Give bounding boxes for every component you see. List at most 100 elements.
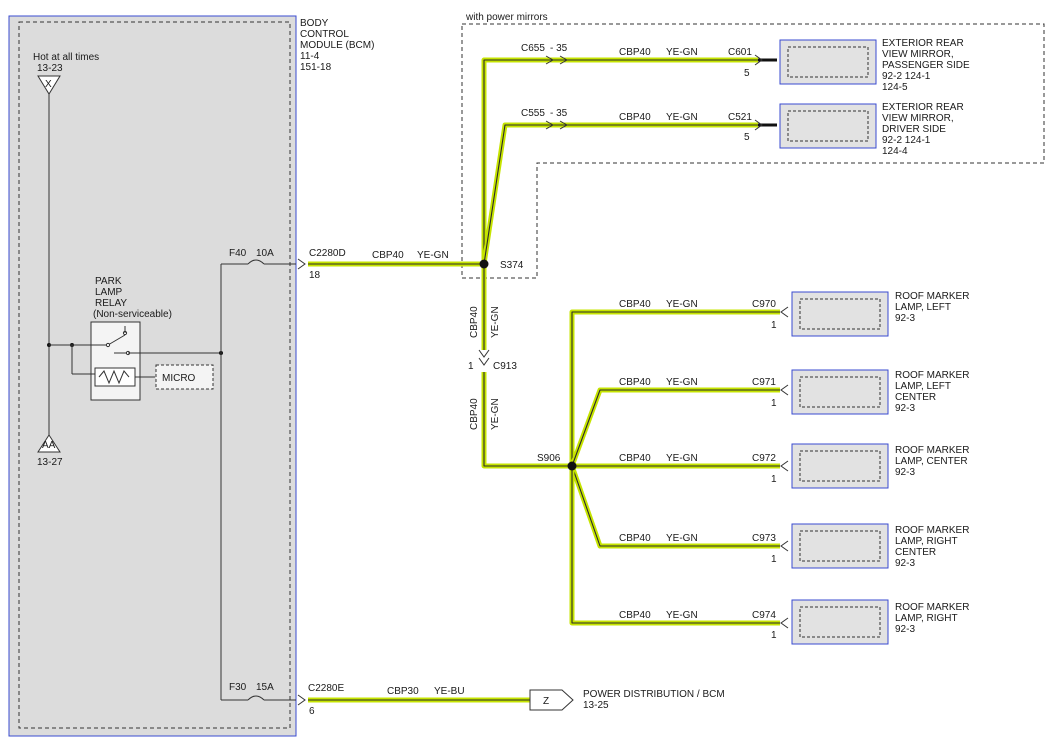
power-mirrors-label: with power mirrors: [465, 12, 548, 23]
roof-name-line: CENTER: [895, 547, 936, 558]
wires: [308, 57, 780, 703]
roof-color: YE-GN: [666, 299, 698, 310]
roof-connector: C973: [752, 533, 776, 544]
roof-lamp-row: CBP40 YE-GN C970 1 ROOF MARKER LAMP, LEF…: [619, 291, 969, 337]
bcm-module-inner-border: [18, 21, 291, 729]
bcm-title-line: BODY: [300, 18, 329, 29]
roof-name-line: CENTER: [895, 392, 936, 403]
mirror-name-line: VIEW MIRROR,: [882, 113, 954, 124]
mirror-wire-suffix: - 35: [550, 108, 568, 119]
mirror-ref-line: 124-4: [882, 146, 908, 157]
down-pin: 1: [468, 361, 474, 372]
bottom-circuit: CBP30: [387, 686, 419, 697]
fuse-f40-rating: 10A: [256, 248, 274, 259]
mirror-name-line: EXTERIOR REAR: [882, 102, 964, 113]
mirror-name-line: PASSENGER SIDE: [882, 60, 970, 71]
roof-name-line: 92-3: [895, 558, 915, 569]
x-terminal-label: X: [45, 79, 52, 90]
roof-name-line: LAMP, LEFT: [895, 381, 951, 392]
roof-name-line: ROOF MARKER: [895, 291, 969, 302]
roof-color: YE-GN: [666, 453, 698, 464]
fuse-f30-rating: 15A: [256, 682, 274, 693]
roof-circuit: CBP40: [619, 610, 651, 621]
splice-s906: [567, 461, 577, 471]
mirror-color: YE-GN: [666, 47, 698, 58]
roof-circuit: CBP40: [619, 377, 651, 388]
roof-pin: 1: [771, 320, 777, 331]
roof-connector: C972: [752, 453, 776, 464]
roof-pin: 1: [771, 630, 777, 641]
hot-ref: 13-23: [37, 63, 63, 74]
main-circuit: CBP40: [372, 250, 404, 261]
relay-label: (Non-serviceable): [93, 309, 172, 320]
micro-label: MICRO: [162, 373, 196, 384]
mirror-passenger-labels: EXTERIOR REAR VIEW MIRROR, PASSENGER SID…: [882, 38, 970, 93]
bcm-title-line: MODULE (BCM): [300, 40, 374, 51]
lower-color: YE-GN: [490, 398, 501, 430]
main-pin: 18: [309, 270, 321, 281]
mirror-circuit: CBP40: [619, 112, 651, 123]
z-terminal-icon: [529, 689, 574, 711]
fuse-f40-id: F40: [229, 248, 247, 259]
mirror-pin: 5: [744, 68, 750, 79]
aa-terminal-label: AA: [42, 440, 56, 451]
park-lamp-relay: [90, 321, 141, 401]
mirror-circuit: CBP40: [619, 47, 651, 58]
mirror-name-line: VIEW MIRROR,: [882, 49, 954, 60]
roof-name-line: LAMP, RIGHT: [895, 536, 958, 547]
aa-terminal-icon: [37, 434, 61, 453]
roof-lamp-row: CBP40 YE-GN C974 1 ROOF MARKER LAMP, RIG…: [619, 599, 969, 645]
roof-circuit: CBP40: [619, 533, 651, 544]
main-connector: C2280D: [309, 248, 346, 259]
bottom-connector: C2280E: [308, 683, 344, 694]
relay-label: PARK: [95, 276, 122, 287]
splice-s906-label: S906: [537, 453, 561, 464]
roof-color: YE-GN: [666, 533, 698, 544]
roof-pin: 1: [771, 554, 777, 565]
bottom-dest: POWER DISTRIBUTION / BCM: [583, 689, 725, 700]
roof-circuit: CBP40: [619, 453, 651, 464]
bcm-title-line: CONTROL: [300, 29, 349, 40]
roof-name-line: 92-3: [895, 313, 915, 324]
relay-label: LAMP: [95, 287, 123, 298]
bcm-module-area: [8, 15, 297, 737]
splice-s374: [479, 259, 489, 269]
roof-lamp-row: CBP40 YE-GN C973 1 ROOF MARKER LAMP, RIG…: [619, 523, 969, 569]
roof-pin: 1: [771, 398, 777, 409]
roof-circuit: CBP40: [619, 299, 651, 310]
roof-name-line: 92-3: [895, 624, 915, 635]
mirror-color: YE-GN: [666, 112, 698, 123]
roof-name-line: ROOF MARKER: [895, 445, 969, 456]
mirror-name-line: DRIVER SIDE: [882, 124, 946, 135]
mirror-wire-id: C555: [521, 108, 545, 119]
lower-circuit: CBP40: [469, 398, 480, 430]
bcm-title: BODY CONTROL MODULE (BCM) 11-4 151-18: [300, 18, 374, 73]
down-circuit: CBP40: [469, 306, 480, 338]
roof-name-line: 92-3: [895, 403, 915, 414]
relay-label: RELAY: [95, 298, 127, 309]
roof-name-line: LAMP, RIGHT: [895, 613, 958, 624]
main-color: YE-GN: [417, 250, 449, 261]
roof-connector: C970: [752, 299, 776, 310]
roof-connector: C971: [752, 377, 776, 388]
roof-name-line: ROOF MARKER: [895, 525, 969, 536]
bcm-title-line: 11-4: [300, 51, 320, 62]
z-terminal-label: Z: [543, 696, 549, 707]
roof-lamp-row: CBP40 YE-GN C971 1 ROOF MARKER LAMP, LEF…: [619, 369, 969, 415]
mirror-ref-line: 92-2 124-1: [882, 135, 931, 146]
mirror-connector: C521: [728, 112, 752, 123]
roof-name-line: LAMP, CENTER: [895, 456, 968, 467]
roof-name-line: ROOF MARKER: [895, 370, 969, 381]
roof-name-line: 92-3: [895, 467, 915, 478]
splice-s374-label: S374: [500, 260, 524, 271]
bottom-color: YE-BU: [434, 686, 465, 697]
mirror-ref-line: 124-5: [882, 82, 908, 93]
roof-color: YE-GN: [666, 377, 698, 388]
power-mirrors-region: [461, 23, 1045, 279]
bcm-title-line: 151-18: [300, 62, 332, 73]
roof-lamp-row: CBP40 YE-GN C972 1 ROOF MARKER LAMP, CEN…: [619, 443, 969, 489]
mirror-ref-line: 92-2 124-1: [882, 71, 931, 82]
micro-box: [155, 364, 214, 390]
hot-label: Hot at all times: [33, 52, 99, 63]
